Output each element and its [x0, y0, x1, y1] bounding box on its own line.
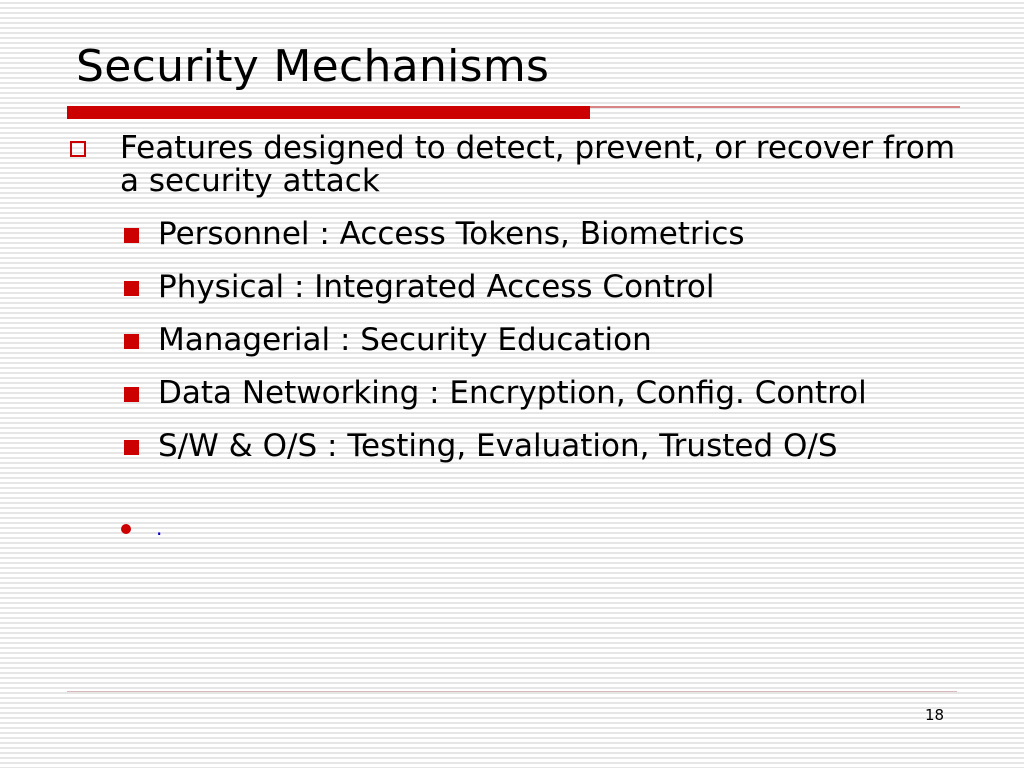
round-dot-bullet-icon — [121, 524, 131, 534]
sub-point-personnel: Personnel : Access Tokens, Biometrics — [158, 216, 745, 252]
hollow-square-bullet-icon — [70, 141, 86, 157]
title-underline-thick — [67, 106, 590, 119]
sub-point-physical: Physical : Integrated Access Control — [158, 269, 715, 305]
footer-divider — [67, 691, 957, 692]
sub-point-sw-os: S/W & O/S : Testing, Evaluation, Trusted… — [158, 428, 838, 464]
page-number: 18 — [925, 706, 945, 724]
title-underline-thin — [590, 106, 960, 108]
sub-point-managerial: Managerial : Security Education — [158, 322, 652, 358]
filled-square-bullet-icon — [124, 440, 139, 455]
filled-square-bullet-icon — [124, 228, 139, 243]
filled-square-bullet-icon — [124, 281, 139, 296]
filled-square-bullet-icon — [124, 334, 139, 349]
main-point: Features designed to detect, prevent, or… — [120, 130, 956, 199]
sub-point-data-networking: Data Networking : Encryption, Config. Co… — [158, 375, 867, 411]
filled-square-bullet-icon — [124, 387, 139, 402]
trailing-item: . — [156, 516, 163, 540]
slide-title: Security Mechanisms — [76, 41, 550, 92]
